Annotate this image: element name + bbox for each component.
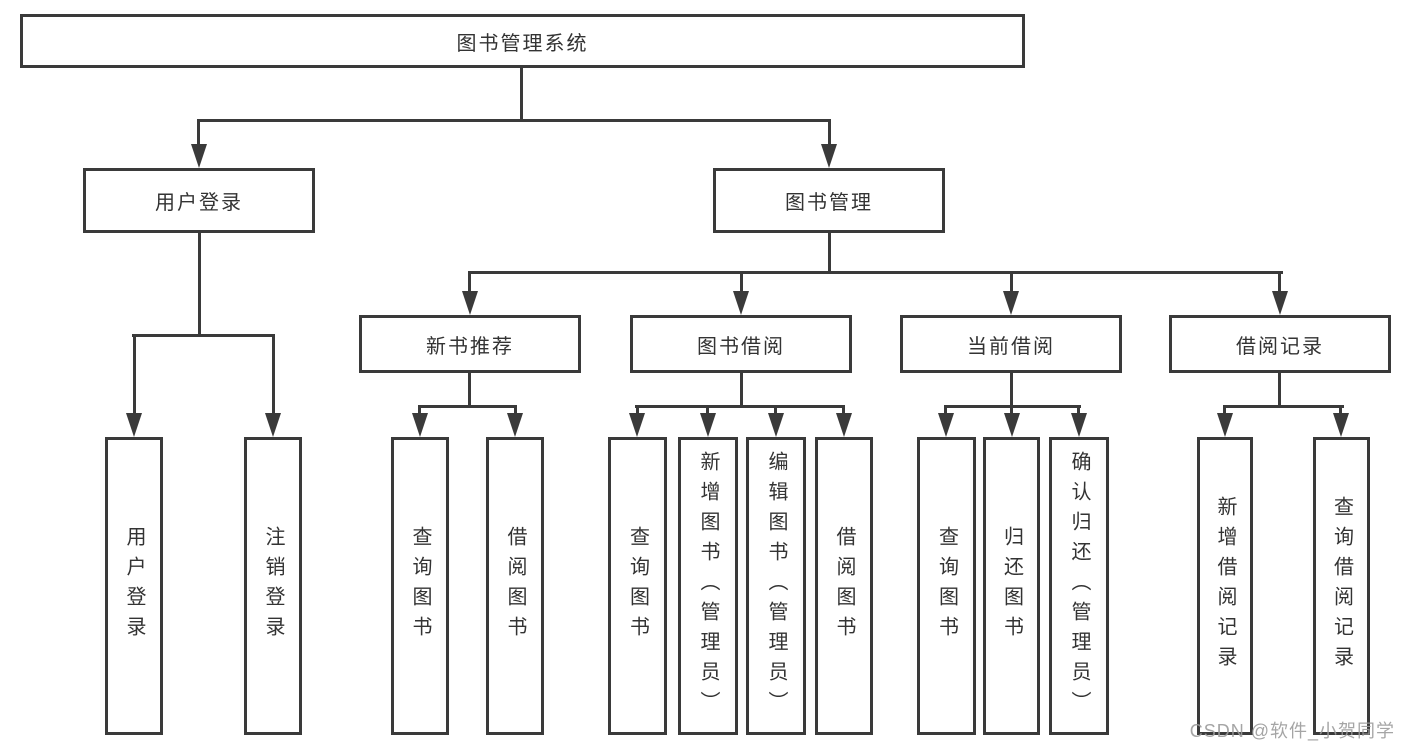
leaf-user-login-label: 用户登录 — [123, 526, 145, 646]
connector-newrec-drop-2 — [514, 405, 517, 415]
node-book-borrowing: 图书借阅 — [630, 315, 852, 373]
arrow-to-borrowing-borrow-books — [836, 413, 852, 437]
leaf-borrowing-borrow-books-label: 借阅图书 — [833, 526, 855, 646]
arrow-to-leaf-logout — [265, 413, 281, 437]
node-user-login: 用户登录 — [83, 168, 315, 233]
arrow-to-borrowing-records — [1272, 291, 1288, 315]
leaf-records-add-record: 新增借阅记录 — [1197, 437, 1253, 735]
connector-current-drop-3 — [1077, 405, 1080, 415]
csdn-watermark: CSDN @软件_小贺同学 — [1189, 721, 1395, 741]
connector-records-stem — [1278, 373, 1281, 408]
connector-book-mgmt-drop-2 — [740, 271, 743, 293]
arrow-to-current-return-books — [1004, 413, 1020, 437]
leaf-current-return-books: 归还图书 — [983, 437, 1040, 735]
leaf-logout: 注销登录 — [244, 437, 302, 735]
node-book-management-label: 图书管理 — [785, 192, 873, 214]
connector-current-drop-2 — [1010, 405, 1013, 415]
node-current-borrowing: 当前借阅 — [900, 315, 1122, 373]
leaf-newrec-borrow-books-label: 借阅图书 — [504, 526, 526, 646]
arrow-to-borrowing-edit-books — [768, 413, 784, 437]
arrow-to-new-book-recommend — [462, 291, 478, 315]
connector-user-login-stem — [198, 233, 201, 337]
connector-book-mgmt-bus — [468, 271, 1283, 274]
connector-newrec-stem — [468, 373, 471, 408]
connector-newrec-drop-1 — [418, 405, 421, 415]
node-book-management-system: 图书管理系统 — [20, 14, 1025, 68]
leaf-current-return-books-label: 归还图书 — [1000, 526, 1023, 646]
connector-borrowing-drop-1 — [636, 405, 639, 415]
node-current-borrowing-label: 当前借阅 — [967, 335, 1055, 358]
arrow-to-borrowing-add-books — [700, 413, 716, 437]
node-book-management-system-label: 图书管理系统 — [456, 32, 589, 55]
leaf-borrowing-edit-books-admin-label: 编辑图书（管理员） — [765, 451, 787, 721]
connector-user-login-drop-1 — [133, 334, 136, 415]
connector-user-login-drop-2 — [272, 334, 275, 415]
arrow-to-book-management — [821, 144, 837, 168]
node-borrowing-records: 借阅记录 — [1169, 315, 1391, 373]
connector-newrec-bus — [418, 405, 517, 408]
connector-root-drop-left — [197, 119, 200, 146]
connector-user-login-bus — [132, 334, 274, 337]
leaf-records-query-record: 查询借阅记录 — [1313, 437, 1370, 735]
leaf-user-login: 用户登录 — [105, 437, 163, 735]
leaf-borrowing-query-books-label: 查询图书 — [626, 526, 649, 646]
leaf-records-query-record-label: 查询借阅记录 — [1330, 496, 1353, 676]
arrow-to-newrec-borrow-books — [507, 413, 523, 437]
arrow-to-records-add-record — [1217, 413, 1233, 437]
arrow-to-leaf-user-login — [126, 413, 142, 437]
connector-book-mgmt-drop-4 — [1278, 271, 1281, 293]
arrow-to-borrowing-query-books — [629, 413, 645, 437]
connector-book-mgmt-stem — [828, 233, 831, 274]
leaf-current-confirm-return-admin: 确认归还（管理员） — [1049, 437, 1109, 735]
leaf-newrec-query-books-label: 查询图书 — [409, 526, 431, 646]
leaf-borrowing-query-books: 查询图书 — [608, 437, 667, 735]
connector-borrowing-bus — [635, 405, 845, 408]
node-book-management: 图书管理 — [713, 168, 945, 233]
leaf-logout-label: 注销登录 — [262, 526, 284, 646]
connector-records-bus — [1223, 405, 1344, 408]
connector-root-bus — [197, 119, 830, 122]
node-new-book-recommend: 新书推荐 — [359, 315, 581, 373]
leaf-records-add-record-label: 新增借阅记录 — [1214, 496, 1236, 676]
connector-borrowing-drop-4 — [842, 405, 845, 415]
leaf-current-query-books-label: 查询图书 — [935, 526, 958, 646]
leaf-borrowing-add-books-admin: 新增图书（管理员） — [678, 437, 738, 735]
leaf-newrec-query-books: 查询图书 — [391, 437, 449, 735]
leaf-borrowing-borrow-books: 借阅图书 — [815, 437, 873, 735]
connector-current-drop-1 — [944, 405, 947, 415]
node-new-book-recommend-label: 新书推荐 — [426, 335, 514, 358]
connector-root-stem — [520, 68, 523, 122]
leaf-current-query-books: 查询图书 — [917, 437, 976, 735]
connector-borrowing-drop-3 — [774, 405, 777, 415]
connector-root-drop-right — [828, 119, 831, 146]
arrow-to-current-query-books — [938, 413, 954, 437]
connector-records-drop-1 — [1223, 405, 1226, 415]
leaf-borrowing-edit-books-admin: 编辑图书（管理员） — [746, 437, 806, 735]
node-borrowing-records-label: 借阅记录 — [1236, 335, 1324, 358]
arrow-to-records-query-record — [1333, 413, 1349, 437]
leaf-current-confirm-return-admin-label: 确认归还（管理员） — [1068, 451, 1090, 721]
arrow-to-current-confirm-return — [1071, 413, 1087, 437]
node-user-login-label: 用户登录 — [155, 192, 243, 214]
connector-borrowing-drop-2 — [706, 405, 709, 415]
connector-borrowing-stem — [740, 373, 743, 408]
connector-current-stem — [1010, 373, 1013, 408]
arrow-to-newrec-query-books — [412, 413, 428, 437]
arrow-to-current-borrowing — [1003, 291, 1019, 315]
connector-book-mgmt-drop-1 — [468, 271, 471, 293]
arrow-to-book-borrowing — [733, 291, 749, 315]
connector-book-mgmt-drop-3 — [1010, 271, 1013, 293]
leaf-newrec-borrow-books: 借阅图书 — [486, 437, 544, 735]
node-book-borrowing-label: 图书借阅 — [697, 335, 785, 358]
connector-records-drop-2 — [1339, 405, 1342, 415]
leaf-borrowing-add-books-admin-label: 新增图书（管理员） — [697, 451, 719, 721]
arrow-to-user-login — [191, 144, 207, 168]
